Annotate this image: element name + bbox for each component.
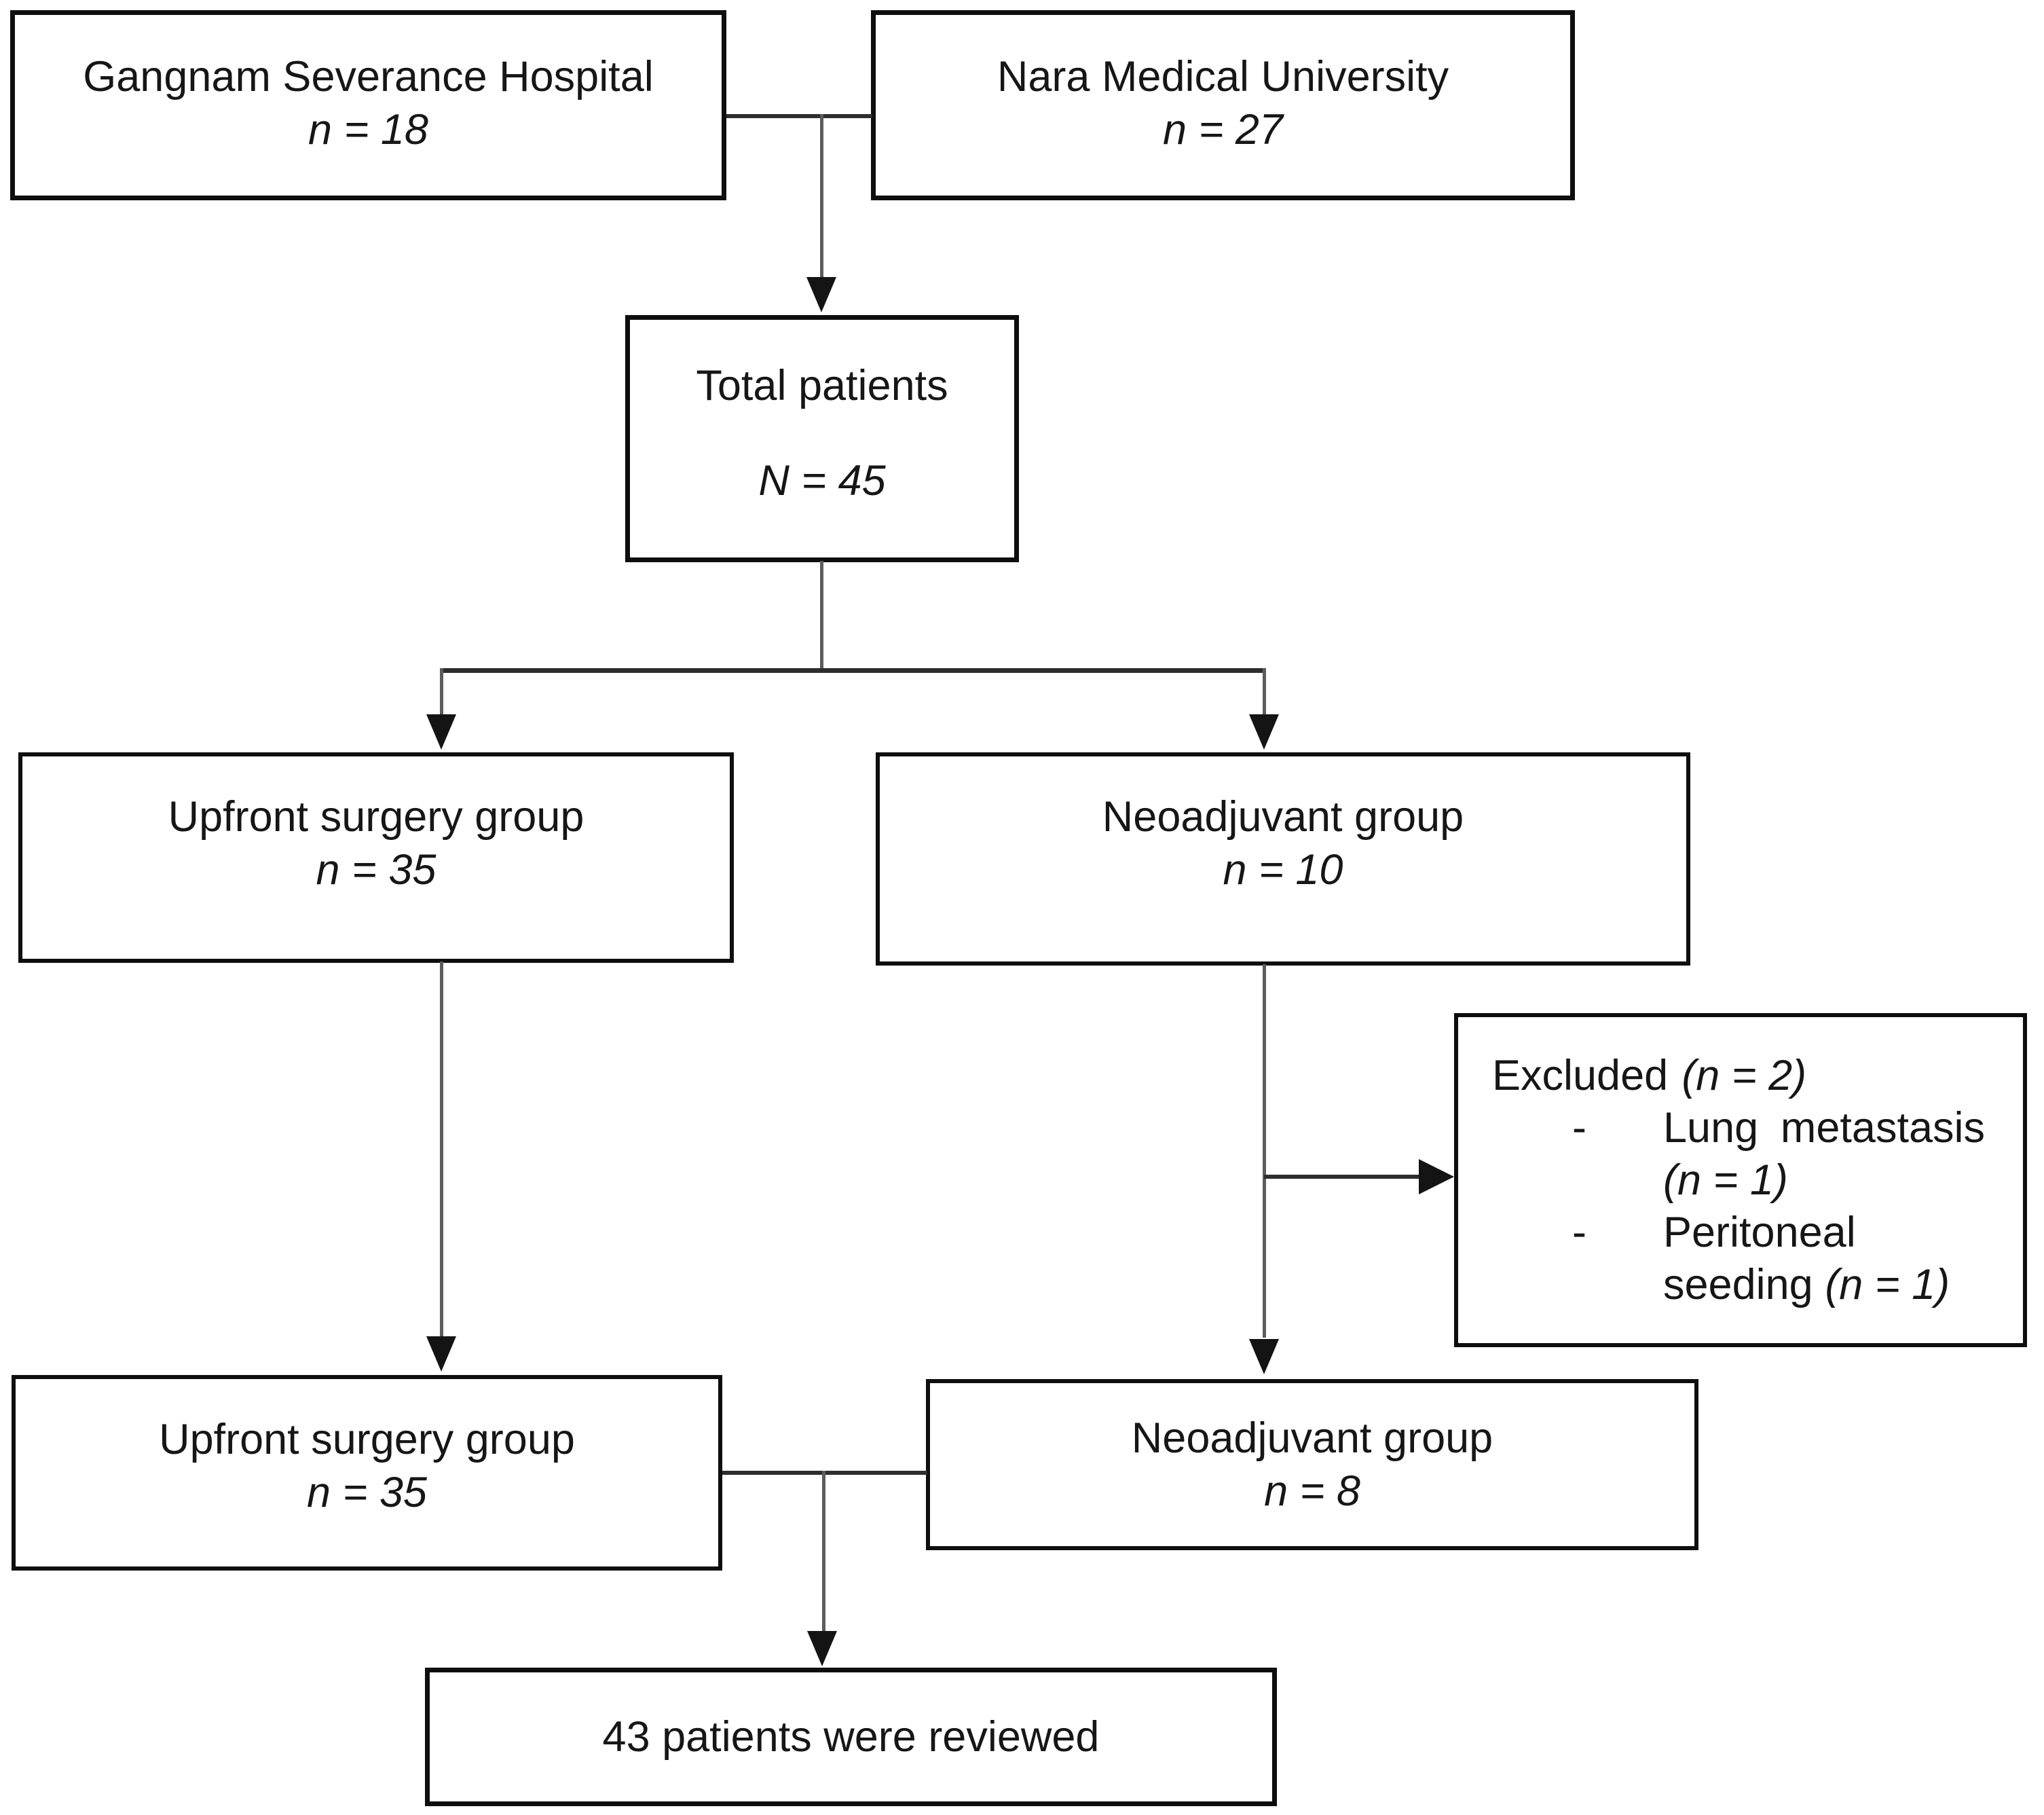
upfront-final-title: Upfront surgery group	[159, 1416, 575, 1463]
excluded-item-text: Lung metastasis	[1663, 1104, 1985, 1152]
box-excluded: Excluded (n = 2) - Lung metastasis (n = 1…	[1454, 1013, 2027, 1347]
box-neoadjuvant-group-initial: Neoadjuvant group n = 10	[876, 752, 1690, 966]
arrowhead-into-upfront-group	[426, 714, 456, 750]
box-upfront-surgery-group-final: Upfront surgery group n = 35	[12, 1375, 722, 1571]
excluded-item-text: Peritoneal	[1663, 1209, 1856, 1256]
neoadjuvant-initial-count: n = 10	[1223, 846, 1343, 894]
upfront-initial-title: Upfront surgery group	[168, 793, 584, 841]
box-neoadjuvant-group-final: Neoadjuvant group n = 8	[926, 1379, 1698, 1550]
excluded-item-peritoneal-line2: seeding (n = 1)	[1492, 1259, 1985, 1311]
nara-title: Nara Medical University	[997, 53, 1449, 100]
connector-split-line	[441, 668, 1266, 673]
connector-top-merge-line	[726, 114, 872, 118]
arrowhead-into-neoadjuvant-group	[1249, 714, 1279, 750]
reviewed-title: 43 patients were reviewed	[602, 1713, 1100, 1761]
connector-split-stem	[820, 561, 823, 671]
upfront-initial-count: n = 35	[316, 846, 436, 894]
connector-split-right-stem	[1263, 668, 1266, 716]
box-nara-medical-university: Nara Medical University n = 27	[871, 10, 1575, 200]
arrowhead-into-upfront-final	[426, 1336, 456, 1372]
bullet-dash: -	[1572, 1104, 1586, 1152]
excluded-item-peritoneal-count: (n = 1)	[1825, 1261, 1950, 1308]
gangnam-count: n = 18	[308, 106, 428, 153]
arrowhead-into-neoadjuvant-final	[1249, 1339, 1279, 1374]
excluded-item-lung-metastasis: - Lung metastasis	[1492, 1102, 1985, 1154]
excluded-item-peritoneal-seeding: - Peritoneal	[1492, 1207, 1985, 1259]
neoadjuvant-initial-title: Neoadjuvant group	[1102, 793, 1464, 841]
box-upfront-surgery-group-initial: Upfront surgery group n = 35	[18, 752, 734, 963]
total-count: N = 45	[758, 457, 886, 505]
box-patients-reviewed: 43 patients were reviewed	[425, 1668, 1277, 1806]
excluded-heading-count: (n = 2)	[1681, 1052, 1807, 1099]
arrowhead-into-excluded-box	[1419, 1159, 1454, 1194]
upfront-final-count: n = 35	[307, 1469, 427, 1516]
neoadjuvant-final-count: n = 8	[1264, 1467, 1360, 1515]
connector-split-left-stem	[440, 668, 443, 716]
nara-count: n = 27	[1163, 106, 1283, 153]
connector-neoadjuvant-down-stem	[1263, 964, 1266, 1338]
connector-bottom-merge-stem	[822, 1471, 825, 1632]
total-title: Total patients	[696, 362, 948, 409]
excluded-heading-label: Excluded	[1492, 1052, 1669, 1099]
arrowhead-into-total-patients	[806, 277, 836, 312]
excluded-item-lung-count: (n = 1)	[1663, 1156, 1788, 1204]
excluded-item-text-continued: seeding	[1663, 1261, 1813, 1308]
bullet-dash: -	[1572, 1209, 1586, 1256]
gangnam-title: Gangnam Severance Hospital	[83, 53, 654, 100]
neoadjuvant-final-title: Neoadjuvant group	[1131, 1414, 1493, 1462]
box-gangnam-severance-hospital: Gangnam Severance Hospital n = 18	[10, 10, 726, 200]
connector-upfront-down-stem	[440, 961, 443, 1338]
excluded-heading: Excluded (n = 2)	[1492, 1050, 1985, 1102]
connector-top-merge-stem	[820, 114, 823, 280]
connector-excluded-branch-line	[1264, 1175, 1420, 1179]
arrowhead-into-reviewed-box	[807, 1631, 837, 1666]
box-total-patients: Total patients N = 45	[625, 315, 1019, 562]
